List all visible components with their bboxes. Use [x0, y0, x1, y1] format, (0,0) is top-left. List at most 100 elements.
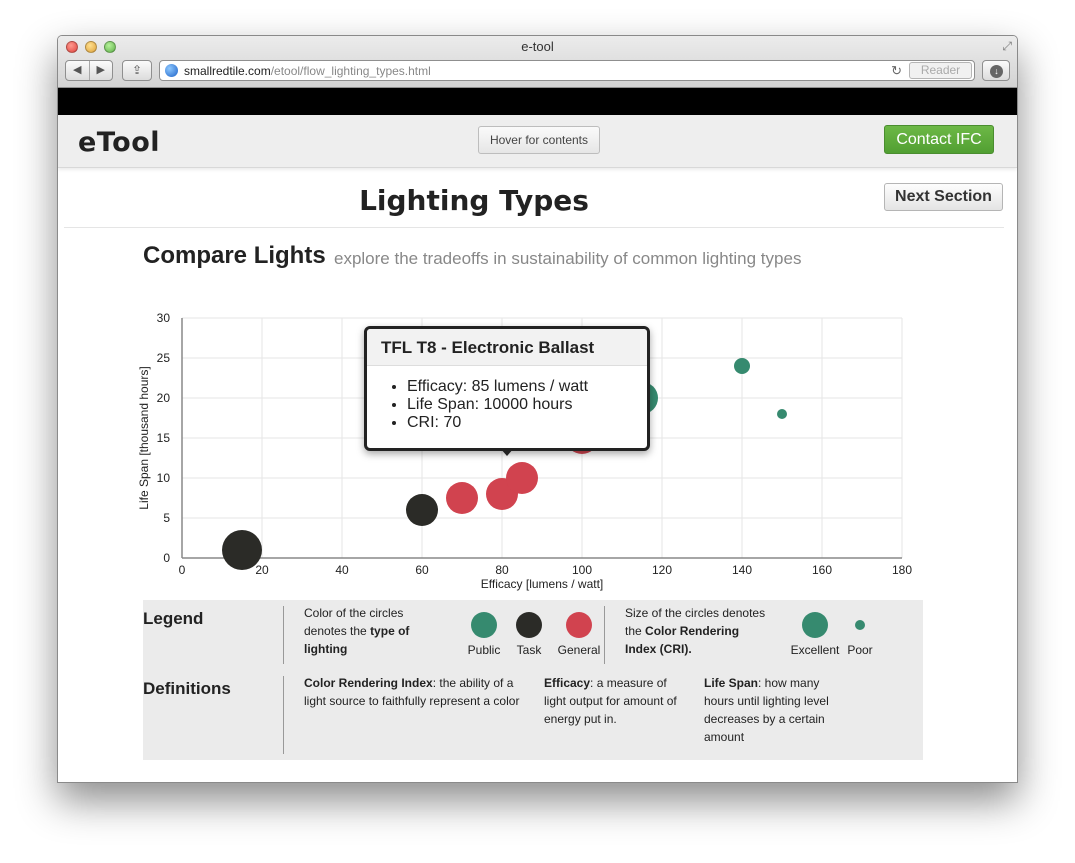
def-text: : a measure of	[590, 676, 667, 690]
color-desc-text: denotes the	[304, 624, 367, 638]
def-text: : the ability of a	[432, 676, 514, 690]
def-term: Color Rendering Index	[304, 676, 433, 690]
close-window-button[interactable]	[66, 41, 78, 53]
zoom-window-button[interactable]	[104, 41, 116, 53]
size-desc-bold: Index (CRI).	[625, 642, 692, 656]
legend-separator	[283, 606, 284, 664]
url-path: /etool/flow_lighting_types.html	[270, 64, 431, 78]
contact-button[interactable]: Contact IFC	[884, 125, 994, 154]
color-desc-bold: lighting	[304, 642, 348, 656]
reload-icon[interactable]: ↻	[891, 63, 902, 78]
data-point	[406, 494, 438, 526]
def-line: decreases by a certain	[704, 712, 825, 726]
legend-task-dot	[516, 612, 542, 638]
legend-general-dot	[566, 612, 592, 638]
size-desc-line: Size of the circles denotes	[625, 606, 766, 620]
history-nav: ◀ ▶	[65, 60, 113, 81]
legend-task-label: Task	[516, 643, 542, 657]
tooltip-item: Life Span: 10000 hours	[407, 396, 647, 414]
legend-poor-label: Poor	[847, 643, 873, 657]
x-tick-label: 180	[892, 563, 912, 577]
legend-excellent-dot	[802, 612, 828, 638]
def-line: Color Rendering Index: the ability of a	[304, 674, 519, 692]
color-desc-line: denotes the type of	[304, 622, 409, 640]
legend-excellent-label: Excellent	[790, 643, 840, 657]
chart-axes	[181, 318, 902, 559]
minimize-window-button[interactable]	[85, 41, 97, 53]
y-tick-label: 5	[163, 511, 170, 525]
y-tick-label: 25	[157, 351, 171, 365]
data-point	[777, 409, 787, 419]
title-bar: e-tool ⤢ ◀ ▶ ⇪ smallredtile.com/etool/fl…	[58, 36, 1017, 88]
data-point	[222, 530, 262, 570]
tooltip-arrow	[500, 448, 514, 456]
site-navbar: eTool Hover for contents Contact IFC	[58, 115, 1017, 168]
color-description: Color of the circles denotes the type of…	[304, 604, 409, 658]
x-tick-label: 40	[335, 563, 349, 577]
legend-general-label: General	[557, 643, 601, 657]
size-desc-text: the	[625, 624, 642, 638]
def-line: amount	[704, 730, 745, 744]
y-axis-label: Life Span [thousand hours]	[137, 366, 151, 509]
y-tick-label: 10	[157, 471, 171, 485]
size-desc-bold: Color Rendering	[645, 624, 740, 638]
y-tick-label: 30	[157, 311, 171, 325]
def-line: light source to faithfully represent a c…	[304, 694, 520, 708]
back-icon[interactable]: ◀	[66, 61, 90, 80]
x-tick-label: 60	[415, 563, 429, 577]
y-tick-label: 20	[157, 391, 171, 405]
legend-poor-dot	[855, 620, 865, 630]
data-point	[446, 482, 478, 514]
y-tick-label: 15	[157, 431, 171, 445]
forward-icon[interactable]: ▶	[96, 64, 105, 76]
url-text[interactable]: smallredtile.com/etool/flow_lighting_typ…	[184, 64, 431, 78]
x-axis-label: Efficacy [lumens / watt]	[481, 577, 604, 591]
x-tick-label: 80	[495, 563, 509, 577]
size-desc-line: the Color Rendering	[625, 622, 765, 640]
legend-public-label: Public	[467, 643, 501, 657]
y-tick-label: 0	[163, 551, 170, 565]
definitions-title: Definitions	[143, 679, 231, 698]
download-icon: ↓	[990, 65, 1003, 78]
point-tooltip: TFL T8 - Electronic Ballast Efficacy: 85…	[364, 326, 650, 451]
tooltip-title: TFL T8 - Electronic Ballast	[367, 329, 647, 366]
address-bar[interactable]: smallredtile.com/etool/flow_lighting_typ…	[159, 60, 975, 81]
downloads-button[interactable]: ↓	[982, 60, 1010, 81]
share-icon[interactable]: ⇪	[122, 60, 152, 81]
x-tick-label: 120	[652, 563, 672, 577]
definition-cri: Color Rendering Index: the ability of a …	[304, 674, 519, 710]
color-desc-bold: type of	[370, 624, 410, 638]
x-tick-label: 0	[179, 563, 186, 577]
browser-window: e-tool ⤢ ◀ ▶ ⇪ smallredtile.com/etool/fl…	[57, 35, 1018, 783]
next-section-button[interactable]: Next Section	[884, 183, 1003, 211]
definitions-separator	[283, 676, 284, 754]
legend-panel: Legend Color of the circles denotes the …	[143, 600, 923, 760]
url-host: smallredtile.com	[184, 64, 271, 78]
fullscreen-icon[interactable]: ⤢	[1002, 39, 1012, 53]
def-line: light output for amount of	[544, 694, 677, 708]
reader-button[interactable]: Reader	[909, 62, 972, 79]
section-heading: Compare Lights	[143, 242, 326, 269]
site-logo[interactable]: eTool	[78, 127, 160, 158]
window-title: e-tool	[521, 39, 554, 54]
legend-public-dot	[471, 612, 497, 638]
legend-title: Legend	[143, 609, 204, 628]
def-term: Efficacy	[544, 676, 591, 690]
def-line: Efficacy: a measure of	[544, 674, 677, 692]
top-band	[58, 88, 1017, 115]
data-point	[506, 462, 538, 494]
definition-efficacy: Efficacy: a measure of light output for …	[544, 674, 677, 728]
divider	[64, 227, 1004, 228]
page-title: Lighting Types	[359, 184, 589, 217]
tooltip-item: Efficacy: 85 lumens / watt	[407, 378, 647, 396]
def-text: : how many	[758, 676, 820, 690]
tooltip-item: CRI: 70	[407, 414, 647, 432]
def-term: Life Span	[704, 676, 759, 690]
color-desc-line: lighting	[304, 640, 409, 658]
contents-button[interactable]: Hover for contents	[478, 126, 600, 154]
definition-life-span: Life Span: how many hours until lighting…	[704, 674, 829, 746]
size-desc-line: Index (CRI).	[625, 640, 765, 658]
section-subtitle: explore the tradeoffs in sustainability …	[334, 249, 802, 268]
x-tick-label: 20	[255, 563, 269, 577]
